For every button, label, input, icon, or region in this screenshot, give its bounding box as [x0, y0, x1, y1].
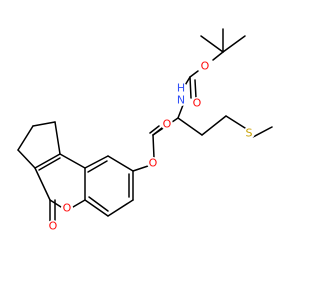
- atom-o-ester: O: [147, 157, 159, 170]
- bond: [72, 199, 86, 208]
- bond: [201, 115, 227, 136]
- atom-o-ester-carbonyl: O: [161, 118, 173, 131]
- bond: [149, 125, 160, 134]
- atom-label: N: [177, 94, 185, 107]
- bond: [38, 157, 61, 171]
- bond: [88, 196, 109, 212]
- bond-lines: [17, 28, 273, 222]
- bond: [152, 134, 155, 159]
- bond: [54, 121, 61, 155]
- atom-o-boc-ether: O: [199, 60, 211, 73]
- bond: [252, 126, 273, 138]
- atom-label: O: [201, 60, 210, 73]
- bond: [32, 121, 56, 127]
- bond: [189, 70, 199, 78]
- bond: [189, 76, 192, 99]
- bond: [152, 127, 163, 136]
- atom-label: O: [63, 202, 72, 215]
- bond: [59, 153, 86, 169]
- bond: [200, 35, 224, 53]
- bond: [34, 153, 61, 169]
- bond: [225, 115, 246, 129]
- atom-label: O: [163, 118, 172, 131]
- bond: [212, 51, 224, 61]
- atom-h-amine: H: [175, 82, 187, 95]
- atom-label: O: [149, 157, 158, 170]
- bond: [177, 104, 184, 119]
- bond: [177, 117, 203, 136]
- bond: [194, 79, 197, 99]
- atom-o-ring: O: [61, 202, 73, 215]
- bond: [107, 155, 134, 172]
- bond: [222, 35, 246, 53]
- bond: [87, 160, 108, 173]
- atom-n-amine: N: [175, 94, 187, 107]
- atom-o-lactone-carbonyl: O: [47, 220, 59, 233]
- atom-o-boc-carbonyl: O: [191, 97, 203, 110]
- bond: [132, 165, 149, 172]
- atom-label: O: [193, 97, 202, 110]
- atom-label: H: [177, 82, 185, 95]
- atom-s-thioether: S: [243, 127, 255, 140]
- atom-label: S: [246, 127, 253, 140]
- bond: [17, 149, 36, 169]
- atom-label: O: [49, 220, 58, 233]
- bond: [84, 155, 109, 169]
- bond: [34, 167, 51, 201]
- bond: [107, 199, 134, 217]
- bond: [84, 199, 109, 217]
- bond: [17, 125, 34, 151]
